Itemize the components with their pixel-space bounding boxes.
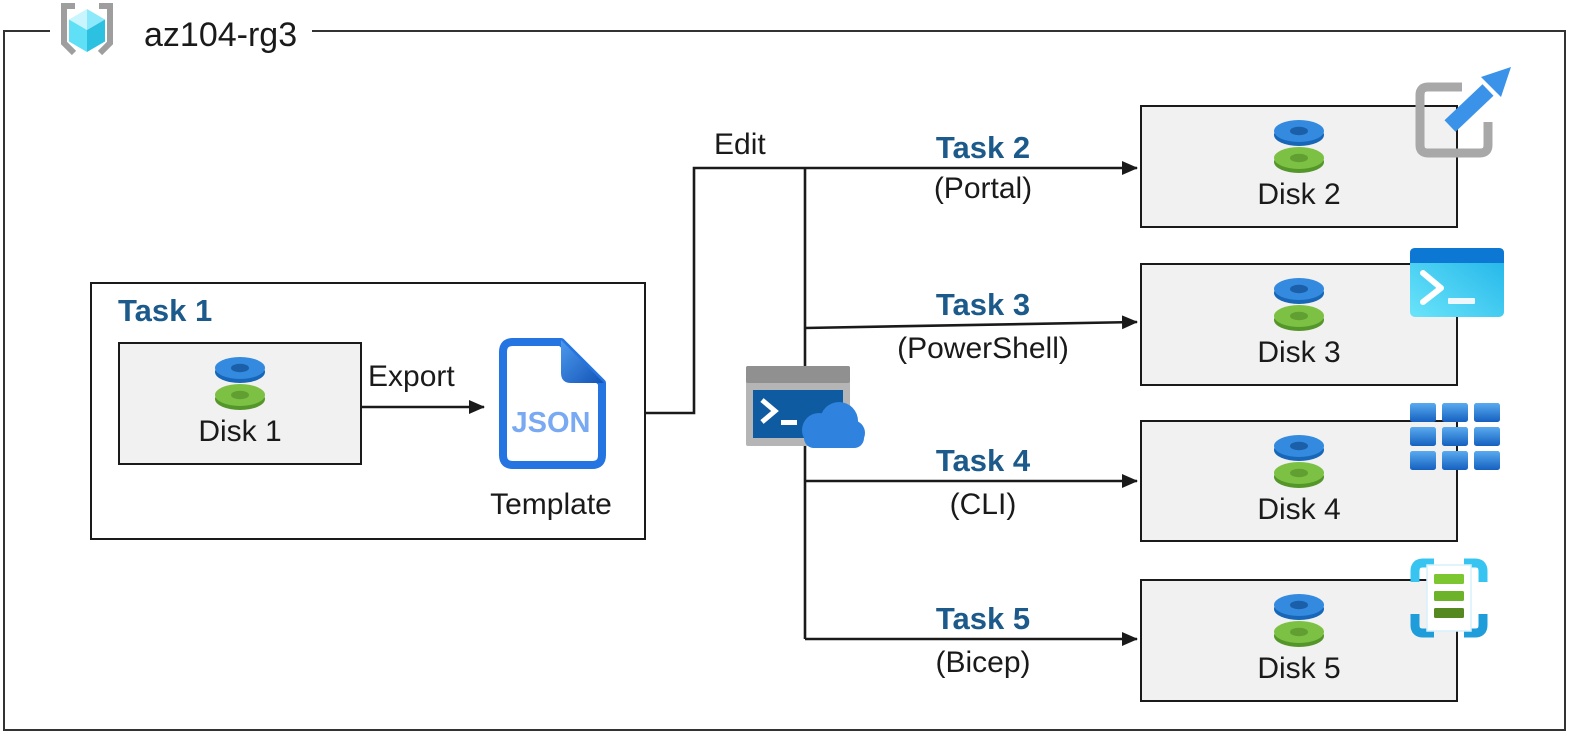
disk-2-box: Disk 2: [1140, 105, 1458, 228]
managed-disk-icon: [215, 357, 265, 410]
task-2-title: Task 2: [935, 130, 1031, 165]
edit-label: Edit: [714, 128, 766, 161]
task-3-method: (PowerShell): [897, 332, 1069, 365]
json-badge-label: JSON: [512, 407, 591, 439]
cloud-shell-icon: [746, 366, 865, 448]
disk-5-label: Disk 5: [1257, 652, 1341, 685]
template-label: Template: [490, 488, 612, 521]
task-4-method: (CLI): [949, 488, 1017, 521]
managed-disk-icon: [1274, 435, 1324, 488]
disk-5-box: Disk 5: [1140, 579, 1458, 702]
disk-1-box: Disk 1: [118, 342, 362, 465]
disk-4-label: Disk 4: [1257, 493, 1341, 526]
export-label: Export: [368, 360, 455, 393]
resource-group-icon: [61, 3, 113, 56]
managed-disk-icon: [1274, 120, 1324, 173]
disk-1-label: Disk 1: [198, 415, 282, 448]
json-template-icon: JSON: [499, 338, 606, 469]
task-5-title: Task 5: [935, 601, 1031, 636]
task-2-method: (Portal): [933, 172, 1033, 205]
managed-disk-icon: [1274, 278, 1324, 331]
task-4-title: Task 4: [935, 443, 1031, 478]
task-3-title: Task 3: [935, 287, 1031, 322]
disk-3-label: Disk 3: [1257, 336, 1341, 369]
bicep-template-icon: [1410, 558, 1488, 638]
disk-2-label: Disk 2: [1257, 178, 1341, 211]
disk-3-box: Disk 3: [1140, 263, 1458, 386]
azure-portal-icon: [1415, 67, 1511, 158]
disk-4-box: Disk 4: [1140, 420, 1458, 542]
powershell-icon: [1410, 248, 1504, 317]
task-5-method: (Bicep): [935, 646, 1031, 679]
border-gap-mask: [50, 25, 312, 37]
task1-title: Task 1: [118, 293, 213, 328]
resource-group-label: az104-rg3: [144, 16, 298, 54]
azure-cli-icon: [1410, 403, 1500, 470]
managed-disk-icon: [1274, 594, 1324, 647]
